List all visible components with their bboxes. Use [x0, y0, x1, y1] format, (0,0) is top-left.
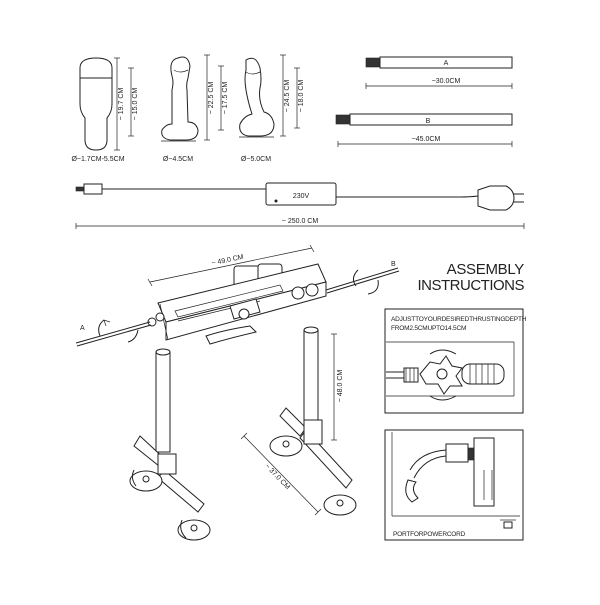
sleeve-attachment — [79, 57, 113, 151]
sleeve-height-outer: ~ 19.7 CM — [118, 88, 125, 121]
dildo-curved-height-inner: ~ 18.0 CM — [298, 80, 305, 113]
leg-height: ~ 48.0 CM — [337, 370, 344, 403]
assembly-title-line2: INSTRUCTIONS — [418, 277, 525, 294]
rod-b-insert — [325, 267, 400, 295]
power-port-illustration — [391, 432, 520, 529]
assembly-title-line1: ASSEMBLY — [447, 261, 525, 278]
depth-panel — [384, 308, 524, 414]
rod-a-insert-label: A — [80, 325, 85, 332]
dildo-medium-height-outer: ~ 22.5 CM — [208, 82, 215, 115]
dildo-medium-diameter: Ø~4.5CM — [163, 156, 193, 163]
rod-a-label: A — [444, 60, 449, 67]
rod-a-drawing — [365, 56, 513, 69]
dildo-medium-dimension-lines — [204, 54, 224, 141]
machine-length: ~ 49.0 CM — [211, 254, 244, 268]
power-port-caption: PORTFORPOWERCORD — [393, 531, 466, 538]
sleeve-dimension-lines — [114, 57, 134, 151]
rod-a-dimension-line — [365, 83, 513, 89]
rod-a-insert — [75, 319, 152, 347]
base-length-dimension — [240, 432, 322, 516]
dildo-curved-attachment — [239, 57, 275, 138]
cable-dimension-line — [75, 223, 525, 229]
machine-length-dimension — [147, 244, 315, 287]
dildo-curved-diameter: Ø~5.0CM — [241, 156, 271, 163]
dildo-curved-height-outer: ~ 24.5 CM — [284, 80, 291, 113]
left-leg — [129, 348, 211, 541]
dildo-medium-height-inner: ~ 17.5 CM — [222, 82, 229, 115]
machine-body — [147, 263, 327, 345]
depth-instruction-line1: ADJUSTTOYOURDESIREDTHRUSTINGDEPTH — [391, 316, 527, 323]
dildo-curved-dimension-lines — [280, 54, 300, 137]
power-port-panel — [384, 429, 524, 541]
power-box-voltage: 230V — [293, 193, 310, 200]
rod-b-insert-label: B — [391, 261, 396, 268]
cable-length: ~ 250.0 CM — [282, 218, 319, 225]
rod-b-length: ~45.0CM — [412, 136, 441, 143]
depth-instruction-line2: FROM2.5CMUPTO14.5CM — [391, 325, 466, 332]
leg-height-dimension — [331, 333, 337, 441]
sleeve-diameter: Ø~1.7CM-5.5CM — [71, 156, 124, 163]
sleeve-height-inner: ~ 15.0 CM — [132, 88, 139, 121]
rod-b-dimension-line — [337, 141, 513, 147]
depth-illustration — [386, 341, 515, 401]
right-leg — [269, 326, 357, 516]
rod-b-label: B — [426, 118, 431, 125]
rod-a-length: ~30.0CM — [432, 78, 461, 85]
dildo-medium-attachment — [161, 56, 199, 142]
base-length: ~ 37.0 CM — [263, 463, 291, 491]
rod-b-drawing — [335, 113, 513, 126]
power-cable — [75, 182, 524, 211]
